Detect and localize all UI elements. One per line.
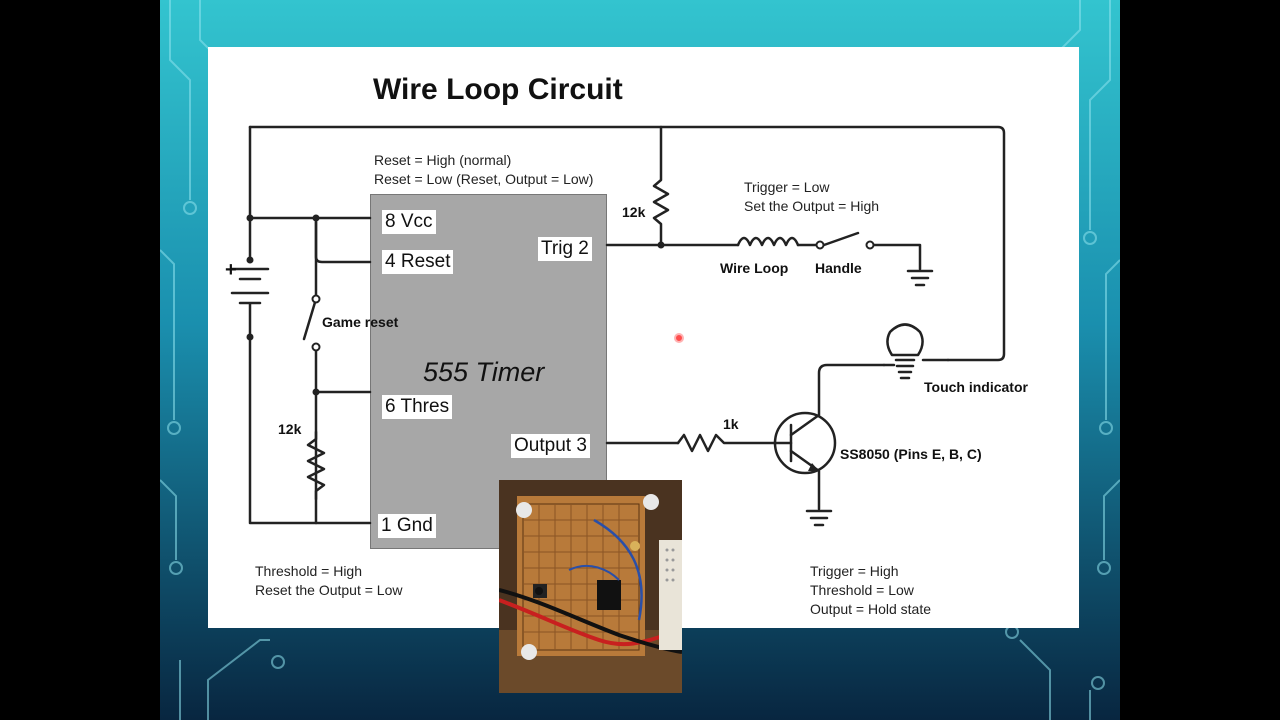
game-reset-switch-blade [302, 297, 318, 341]
vcc-wire [248, 125, 372, 220]
ground-symbol-transistor [805, 509, 833, 527]
label-resistor-left: 12k [278, 421, 302, 437]
circuit-wiring [230, 125, 1006, 527]
slide-title: Wire Loop Circuit [373, 73, 623, 106]
chip-name: 555 Timer [423, 357, 545, 387]
note-output-hold: Output = Hold state [810, 601, 932, 617]
note-set-output-high: Set the Output = High [744, 198, 880, 214]
circuit-board-photo-drawing [499, 480, 682, 693]
note-reset-high: Reset = High (normal) [374, 152, 512, 168]
label-touch-indicator: Touch indicator [924, 379, 1028, 395]
label-transistor: SS8050 (Pins E, B, C) [840, 446, 982, 462]
slide-frame: Wire Loop Circuit [160, 0, 1120, 720]
pin-thres-label: 6 Thres [382, 395, 453, 419]
slide-canvas: Wire Loop Circuit [208, 47, 1079, 628]
pin-reset-label: 4 Reset [382, 250, 454, 274]
label-handle: Handle [815, 260, 862, 276]
reset-wire [314, 216, 372, 264]
resistor-left-zigzag [306, 430, 326, 501]
note-threshold-high: Threshold = High [255, 563, 363, 579]
pin-vcc-label: 8 Vcc [382, 210, 436, 234]
pointer-highlight-dot [674, 333, 684, 343]
circuit-board-photo [499, 480, 682, 693]
pin-trig-label: Trig 2 [538, 237, 592, 261]
resistor-base-zigzag [676, 433, 776, 453]
note-reset-output-low: Reset the Output = Low [255, 582, 403, 598]
pin-output-label: Output 3 [511, 434, 590, 458]
label-wire-loop: Wire Loop [720, 260, 789, 276]
gnd-wire [248, 335, 372, 525]
ground-symbol-handle [906, 269, 934, 287]
transistor-collector-wire [789, 363, 886, 437]
note-trigger-low: Trigger = Low [744, 179, 830, 195]
label-game-reset: Game reset [322, 314, 399, 330]
transistor-emitter-wire [789, 449, 821, 511]
bulb-base-lines [894, 358, 916, 380]
handle-switch-blade [822, 231, 860, 247]
note-reset-low: Reset = Low (Reset, Output = Low) [374, 171, 594, 187]
bulb-glass [886, 323, 924, 357]
note-threshold-low: Threshold = Low [810, 582, 914, 598]
note-trigger-high: Trigger = High [810, 563, 899, 579]
wire-loop-coil [736, 236, 800, 247]
resistor-top-zigzag [652, 125, 670, 247]
top-rail-wire [248, 125, 1006, 362]
label-battery-plus: + [225, 259, 237, 281]
pin-gnd-label: 1 Gnd [378, 514, 436, 538]
battery-plates [230, 267, 270, 339]
handle-to-ground-wire [870, 243, 922, 271]
label-resistor-top: 12k [622, 204, 646, 220]
label-resistor-base: 1k [723, 416, 739, 432]
